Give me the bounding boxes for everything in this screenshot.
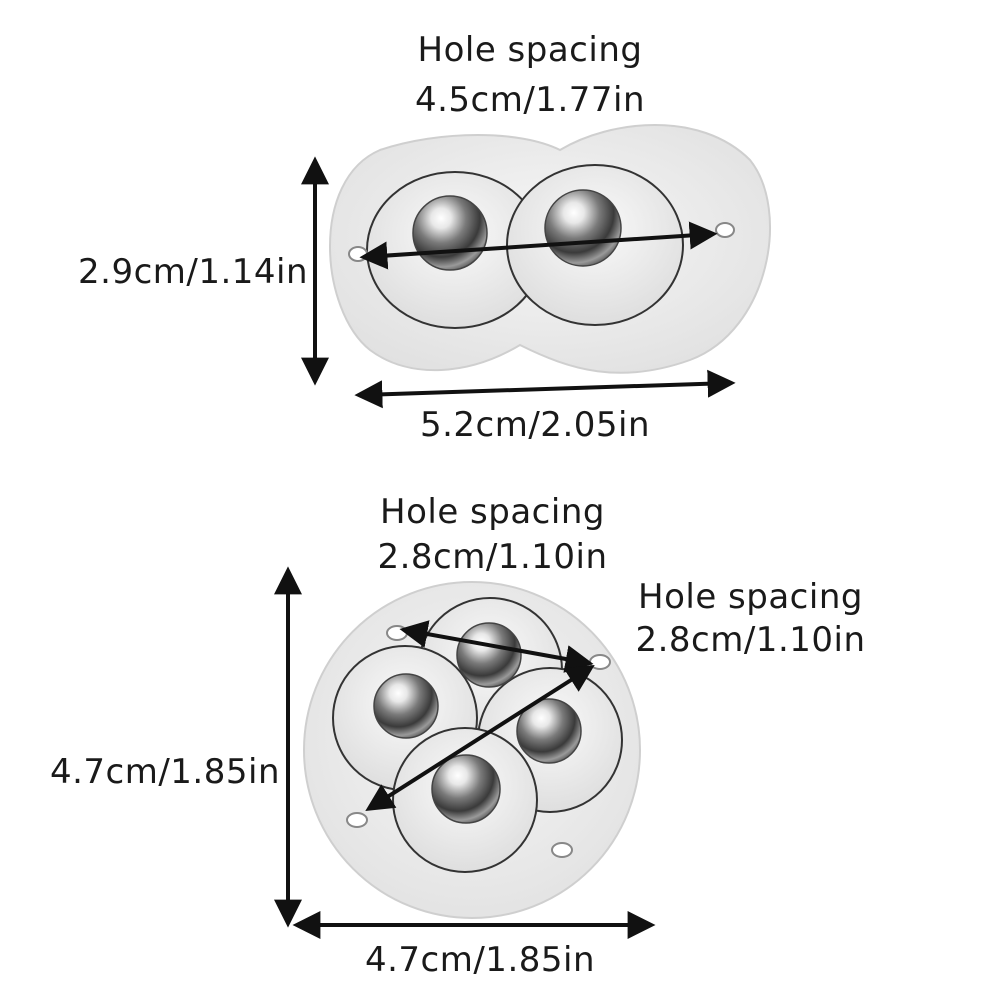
- screw-hole: [551, 842, 573, 858]
- top-hole-spacing-value: 4.5cm/1.77in: [414, 80, 646, 120]
- double-ball-caster: [329, 124, 771, 374]
- screw-hole: [346, 812, 368, 828]
- quad-ball-caster: [303, 581, 641, 919]
- bottom-width-label: 4.7cm/1.85in: [364, 940, 596, 980]
- bottom-height-label: 4.7cm/1.85in: [49, 752, 280, 792]
- steel-ball: [373, 673, 439, 739]
- steel-ball: [412, 195, 488, 271]
- screw-hole: [589, 654, 611, 670]
- screw-hole: [348, 246, 368, 262]
- top-height-label: 2.9cm/1.14in: [78, 252, 309, 292]
- bottom-hole-spacing-b-title: Hole spacing: [638, 577, 863, 617]
- screw-hole: [715, 222, 735, 238]
- steel-ball: [456, 622, 522, 688]
- steel-ball: [431, 754, 501, 824]
- screw-hole: [386, 625, 408, 641]
- bottom-hole-spacing-b-value: 2.8cm/1.10in: [635, 620, 866, 660]
- top-hole-spacing-title: Hole spacing: [417, 30, 643, 70]
- top-width-arrow: [354, 369, 736, 409]
- steel-ball: [544, 189, 622, 267]
- top-width-label: 5.2cm/2.05in: [419, 405, 651, 445]
- bottom-hole-spacing-a-title: Hole spacing: [380, 492, 605, 532]
- bottom-hole-spacing-arrow-a: [399, 620, 594, 673]
- top-hole-spacing-arrow: [359, 221, 718, 270]
- bottom-hole-spacing-arrow-b: [365, 664, 595, 812]
- bottom-hole-spacing-a-value: 2.8cm/1.10in: [377, 537, 608, 577]
